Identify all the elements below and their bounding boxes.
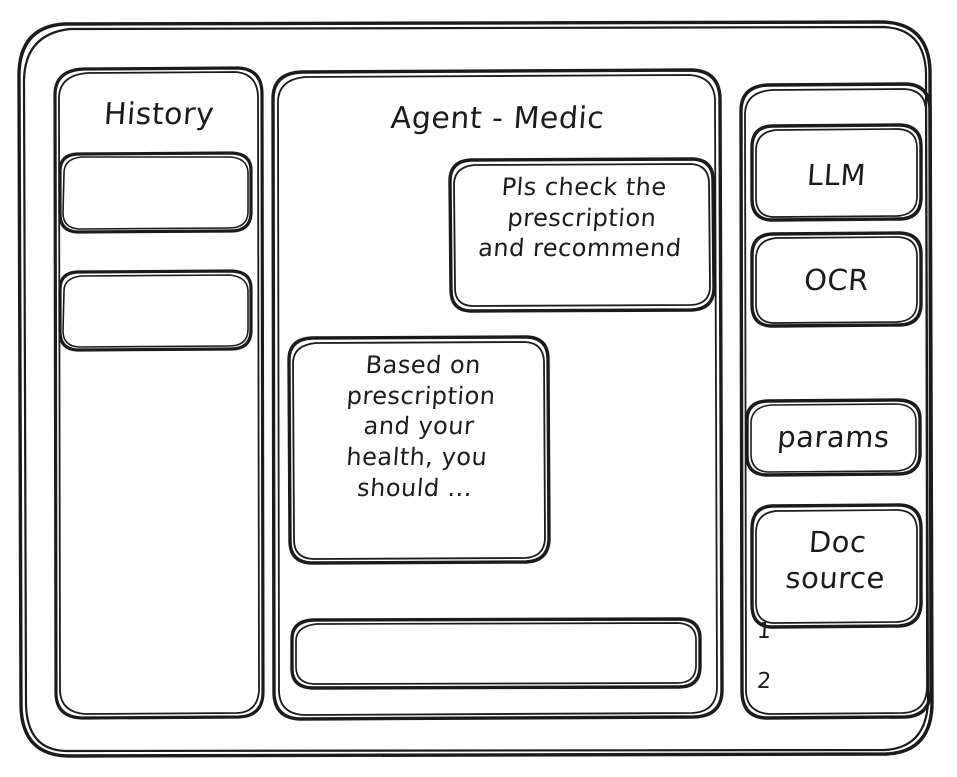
tool-chip-llm[interactable] [752,125,921,220]
chip-doc-source-stroke-2 [755,509,918,624]
user-bubble-stroke [448,157,716,313]
history-panel-stroke [53,66,265,720]
chip-doc-source-stroke [750,503,923,629]
chip-ocr-stroke [750,231,923,328]
main-panel-stroke-2 [277,74,718,716]
assistant-bubble-stroke [287,335,551,565]
tools-panel-stroke [739,82,933,720]
chip-ocr-stroke-2 [755,236,918,324]
window-frame-stroke-2 [22,25,930,753]
chip-params-stroke-2 [750,403,917,473]
composer-stroke [290,617,702,690]
chip-llm-stroke-2 [755,128,918,218]
composer-stroke-2 [295,622,697,685]
history-item-2-stroke-2 [62,274,249,348]
user-bubble-stroke-2 [453,163,711,307]
tool-chip-doc-source[interactable] [752,505,921,627]
history-item-2-stroke [58,269,253,352]
tool-chip-params[interactable] [747,400,920,475]
history-item-1[interactable] [60,153,251,232]
history-item-1-stroke-2 [62,156,249,230]
history-panel-stroke-2 [58,71,260,715]
chip-llm-stroke [750,123,923,222]
assistant-bubble-stroke-2 [292,341,546,560]
history-item-1-stroke [58,151,253,234]
user-message-bubble [450,159,714,311]
main-panel-stroke [271,68,724,721]
history-item-2[interactable] [60,271,251,350]
composer-input[interactable] [292,619,700,688]
tools-panel-stroke-2 [744,88,928,715]
assistant-message-bubble [289,337,549,563]
tool-chip-ocr[interactable] [752,233,921,326]
chip-params-stroke [745,398,922,477]
window-frame-stroke [17,20,934,758]
